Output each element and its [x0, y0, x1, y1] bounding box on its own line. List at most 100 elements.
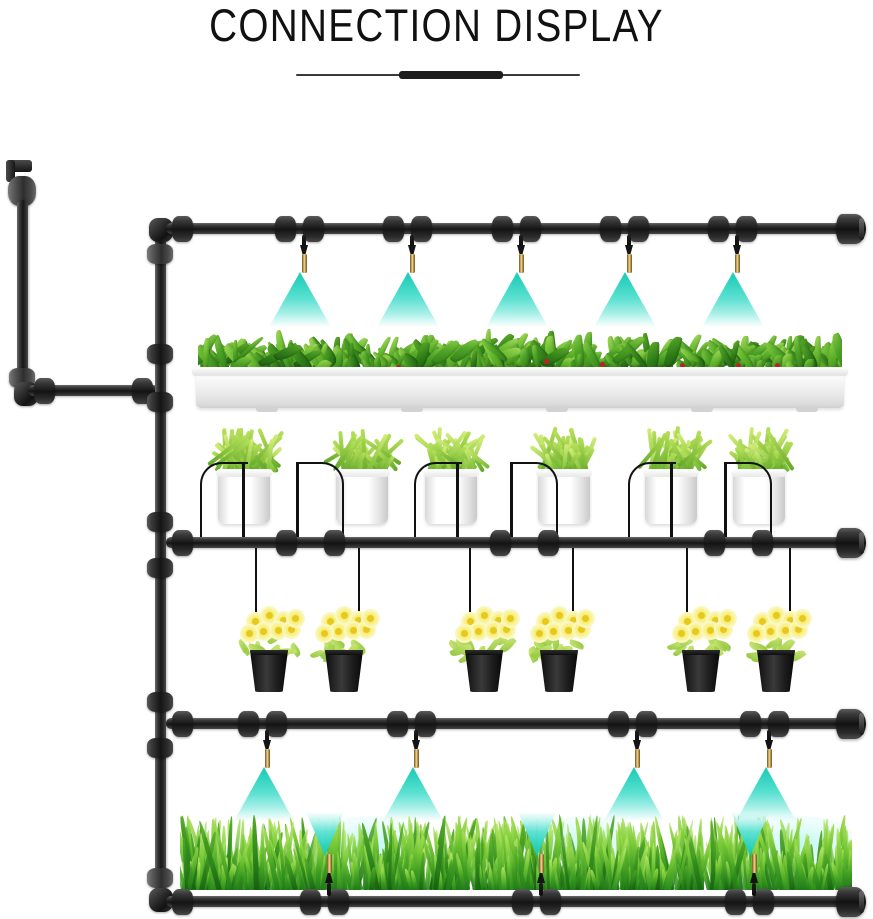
- daisy-flower: [718, 609, 737, 628]
- nozzle-stem: [627, 235, 631, 248]
- white-trough-planter: [192, 367, 848, 412]
- tee-row4-1-left: [238, 711, 259, 737]
- daisy-center: [350, 627, 357, 634]
- tap-elbow-leg: [6, 160, 15, 182]
- daisy-flower: [576, 609, 595, 628]
- daisy-center: [292, 615, 299, 622]
- nozzle-brass-tip: [626, 254, 632, 273]
- black-pot: [465, 650, 503, 692]
- nozzle-cone: [765, 740, 773, 751]
- daisy-center: [507, 615, 514, 622]
- berry: [600, 362, 606, 368]
- tee-row1-3-right: [520, 216, 541, 242]
- tee-row5-2-left: [512, 889, 533, 915]
- daisy-bush: [737, 606, 815, 665]
- daisy-flower: [747, 624, 766, 643]
- daisy-center: [367, 615, 374, 622]
- nozzle-cone: [733, 245, 741, 256]
- nozzle-brass-tip: [538, 854, 544, 873]
- daisy-center: [246, 630, 253, 637]
- riser-collar-row2-b: [147, 558, 173, 578]
- daisy-center: [335, 628, 342, 635]
- riser-collar-row2-a: [147, 512, 173, 532]
- daisy-flower: [455, 624, 474, 643]
- drip-micro-tube: [414, 462, 462, 542]
- daisy-bush: [305, 606, 383, 667]
- daisy-center: [753, 630, 760, 637]
- trough-foot: [256, 407, 278, 412]
- end-cap-row4: [836, 709, 866, 739]
- riser-collar-row1-b: [147, 392, 173, 412]
- nozzle-cone: [412, 740, 420, 751]
- daisy-bush: [520, 606, 598, 667]
- nozzle-cone: [633, 740, 641, 751]
- tee-row5-3-right: [753, 889, 774, 915]
- daisy-center: [467, 618, 474, 625]
- nozzle-stem: [519, 235, 523, 248]
- daisy-bush: [445, 606, 523, 666]
- nozzle-cone: [263, 740, 271, 751]
- black-pot: [757, 650, 795, 692]
- daisy-center: [799, 615, 806, 622]
- daisy-center: [720, 626, 727, 633]
- daisy-flower: [254, 622, 273, 641]
- nozzle-stem: [539, 883, 543, 896]
- daisy-flower: [544, 622, 563, 641]
- daisy-center: [481, 612, 488, 619]
- nozzle-brass-tip: [634, 749, 640, 768]
- nozzle-stem: [735, 235, 739, 248]
- nozzle-stem: [302, 235, 306, 248]
- trough-foot: [546, 407, 568, 412]
- daisy-center: [678, 630, 685, 637]
- riser-collar-bottom: [147, 868, 173, 888]
- black-pot: [250, 650, 288, 692]
- daisy-center: [767, 628, 774, 635]
- nozzle-brass-tip: [409, 254, 415, 273]
- trough-foot: [401, 407, 423, 412]
- daisy-center: [724, 615, 731, 622]
- lateral-row1-riser-coupler: [172, 216, 193, 242]
- daisy-center: [565, 627, 572, 634]
- daisy-center: [536, 630, 543, 637]
- lateral-row5-riser-coupler: [172, 889, 193, 915]
- daisy-center: [550, 628, 557, 635]
- tee-row5-3-left: [725, 889, 746, 915]
- daisy-bush: [230, 606, 308, 668]
- tee-row1-5-left: [708, 216, 729, 242]
- daisy-center: [280, 617, 287, 624]
- berry: [774, 363, 780, 369]
- grass-blade: [761, 850, 766, 890]
- drip-tube-stub: [242, 462, 245, 542]
- nozzle-stem: [265, 730, 269, 743]
- daisy-center: [795, 626, 802, 633]
- daisy-center: [327, 618, 334, 625]
- trough-foot: [691, 407, 713, 412]
- daisy-center: [341, 612, 348, 619]
- tee-row1-5-right: [736, 216, 757, 242]
- nozzle-brass-tip: [518, 254, 524, 273]
- drip-micro-tube: [296, 462, 344, 542]
- daisy-center: [475, 628, 482, 635]
- tee-row1-1-left: [275, 216, 296, 242]
- daisy-flower: [793, 609, 812, 628]
- nozzle-stem: [752, 883, 756, 896]
- daisy-center: [275, 627, 282, 634]
- daisy-flower: [761, 622, 780, 641]
- nozzle-stem: [635, 730, 639, 743]
- tee-row1-3-left: [492, 216, 513, 242]
- grass-blade: [506, 854, 510, 890]
- nozzle-cone: [625, 245, 633, 256]
- daisy-center: [570, 617, 577, 624]
- nozzle-cone: [537, 872, 545, 883]
- daisy-flower: [530, 624, 549, 643]
- daisy-flower: [469, 622, 488, 641]
- daisy-center: [495, 617, 502, 624]
- daisy-center: [773, 612, 780, 619]
- tee-row4-4-right: [768, 711, 789, 737]
- daisy-center: [684, 618, 691, 625]
- nozzle-cone: [517, 245, 525, 256]
- daisy-flower: [315, 624, 334, 643]
- supply-crossover-coupler: [34, 378, 55, 404]
- daisy-center: [288, 626, 295, 633]
